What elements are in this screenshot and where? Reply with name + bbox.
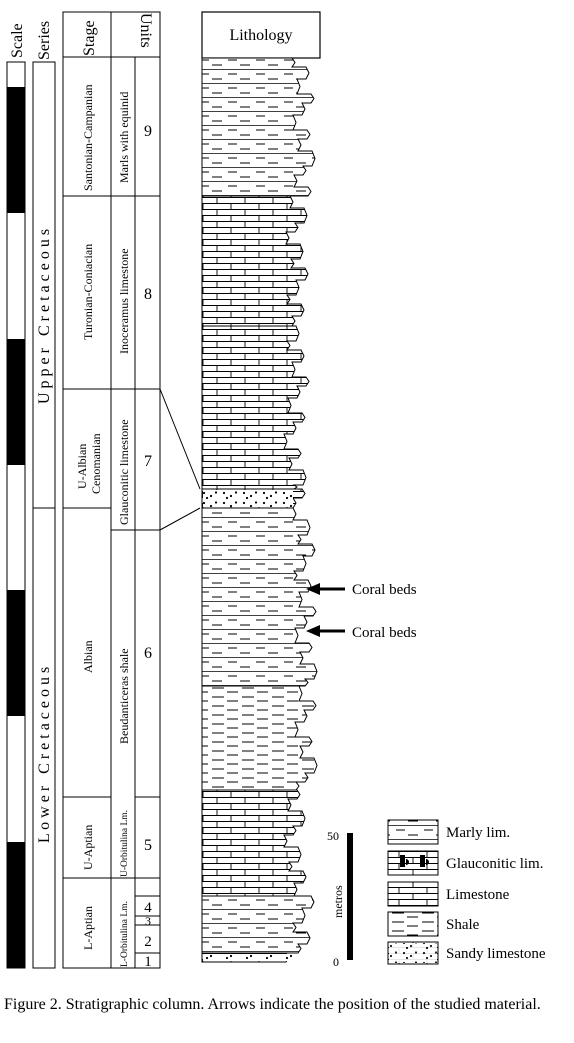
- unit-name-l-orbitulina: L-Orbitulina Lm.: [120, 901, 130, 967]
- coral-beds-annotations: Coral beds Coral beds: [306, 582, 417, 641]
- unit-number-9: 9: [144, 123, 152, 140]
- scale-bar-unit-label: metros: [331, 885, 345, 918]
- series-column: Series U p p e r C r e t a c e o u s L o…: [32, 21, 56, 969]
- sandy-dots: [203, 954, 293, 961]
- unit-number-3: 3: [145, 914, 151, 928]
- legend-item-sandy: Sandy limestone: [387, 941, 546, 965]
- stage-u-albian: U-Albian: [75, 444, 89, 489]
- figure-caption: Figure 2. Stratigraphic column. Arrows i…: [4, 996, 541, 1013]
- stage-column: Stage Santonian-Campanian Turonian-Conia…: [62, 11, 112, 969]
- units-header: Units: [137, 13, 154, 48]
- legend-item-shale: Shale: [387, 911, 480, 937]
- marly-limestone-swatch: [387, 819, 439, 845]
- unit-number-6: 6: [144, 645, 152, 662]
- lithology-bed-marly: [201, 57, 316, 197]
- stage-u-aptian: U-Aptian: [81, 825, 95, 870]
- stage-cenomanian: Cenomanian: [89, 433, 103, 494]
- lithology-bed-marly: [201, 507, 318, 687]
- unit-number-4: 4: [144, 900, 152, 916]
- unit-name-beudanticeras: Beudanticeras shale: [117, 648, 131, 744]
- legend-item-marly: Marly lim.: [387, 819, 510, 845]
- legend-item-limestone: Limestone: [387, 881, 510, 907]
- series-lower-cretaceous: L o w e r C r e t a c e o u s: [36, 667, 53, 843]
- unit-name-glauconitic: Glauconitic limestone: [117, 419, 131, 525]
- units-column: Units Marls with equinid Inoceramus lime…: [110, 11, 161, 970]
- stage-albian: Albian: [81, 640, 95, 673]
- coral-beds-arrow-lower: [306, 625, 345, 637]
- scale-bar-top-label: 50: [327, 829, 339, 843]
- legend-label-marly: Marly lim.: [446, 825, 510, 841]
- scale-bar-bottom-label: 0: [333, 955, 339, 969]
- stage-santonian-campanian: Santonian-Campanian: [81, 84, 95, 191]
- legend-label-shale: Shale: [446, 917, 480, 933]
- unit-name-inoceramus: Inoceramus limestone: [117, 248, 131, 354]
- scale-column: Scale: [6, 23, 26, 969]
- lithology-bed-lime: [201, 789, 307, 897]
- stage-turonian-coniacian: Turonian-Coniacian: [81, 244, 95, 340]
- unit-number-5: 5: [144, 837, 152, 854]
- scale-bar: 50 0 metros: [327, 829, 353, 969]
- lithology-bed-marly: [201, 895, 315, 954]
- legend-label-sandy: Sandy limestone: [446, 946, 546, 962]
- coral-beds-arrow-upper: [306, 583, 345, 595]
- lithology-bed-shale: [201, 685, 318, 791]
- lithology-bed-lime: [201, 325, 310, 490]
- scale-header: Scale: [9, 23, 26, 58]
- sandy-dots: [203, 490, 293, 507]
- lithology-beds: [201, 57, 318, 963]
- shale-swatch: [387, 911, 439, 937]
- unit-name-u-orbitulina: U-Orbitulina Lm.: [120, 810, 130, 877]
- series-header: Series: [36, 21, 53, 60]
- unit-number-1: 1: [144, 954, 152, 970]
- legend-label-glauconitic: Glauconitic lim.: [446, 856, 543, 872]
- stage-header: Stage: [81, 20, 98, 56]
- legend-item-glauconitic: Glauconitic lim.: [387, 850, 543, 876]
- lithology-column: Lithology: [201, 11, 321, 963]
- unit-number-8: 8: [144, 286, 152, 303]
- stage-l-aptian: L-Aptian: [81, 906, 95, 950]
- limestone-swatch: [387, 881, 439, 907]
- unit-number-7: 7: [144, 453, 152, 470]
- coral-beds-label-lower: Coral beds: [352, 625, 417, 641]
- coral-beds-label-upper: Coral beds: [352, 582, 417, 598]
- lithology-header: Lithology: [229, 27, 292, 44]
- unit-7-connector-lines: [159, 388, 201, 531]
- unit-number-2: 2: [144, 934, 152, 950]
- glauconitic-limestone-swatch: [387, 850, 439, 876]
- unit-name-marls: Marls with equinid: [117, 92, 131, 183]
- lithology-bed-lime: [201, 195, 309, 327]
- series-upper-cretaceous: U p p e r C r e t a c e o u s: [36, 229, 53, 404]
- legend: Marly lim. Glauconitic lim. Limestone Sh…: [387, 819, 546, 965]
- legend-label-limestone: Limestone: [446, 887, 510, 903]
